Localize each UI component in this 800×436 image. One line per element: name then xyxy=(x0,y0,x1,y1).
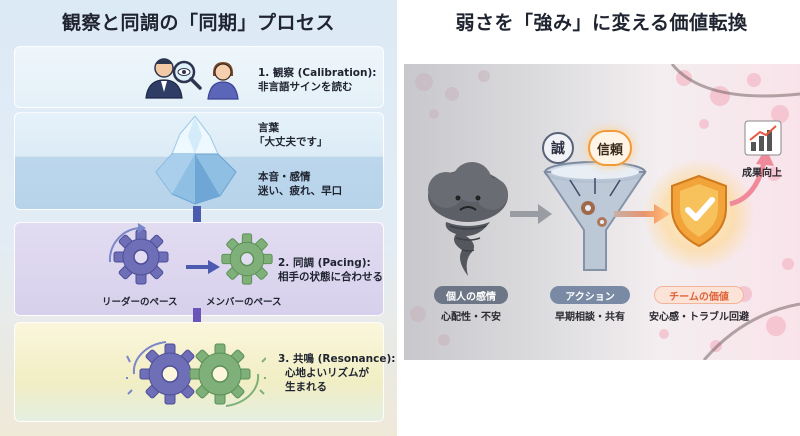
shield-check-icon xyxy=(671,174,727,248)
cherry-blossom-decoration xyxy=(410,64,800,360)
right-arrow-icon xyxy=(186,260,220,274)
right-title: 弱さを「強み」に変える価値転換 xyxy=(455,12,748,34)
step3-desc-line2: 生まれる xyxy=(285,381,327,393)
gear-icon xyxy=(113,229,169,285)
gear-icon xyxy=(221,233,273,285)
motion-arc-icon xyxy=(108,223,146,263)
stage3-caption: 安心感・トラブル回避 xyxy=(649,312,749,323)
observer-with-magnifier-icon xyxy=(145,58,202,99)
step2-heading: 2. 同調 (Pacing): xyxy=(278,257,371,269)
stage2-caption: 早期相談・共有 xyxy=(555,312,625,323)
outcome-label: 成果向上 xyxy=(742,168,782,179)
step3-heading: 3. 共鳴 (Resonance): xyxy=(278,353,396,365)
bar-chart-up-icon xyxy=(744,120,782,156)
step1-desc: 非言語サインを読む xyxy=(258,81,353,93)
stage1-pill: 個人の感情 xyxy=(434,286,508,304)
stage2-pill: アクション xyxy=(550,286,630,304)
left-panel: 観察と同調の「同期」プロセス 1. 観察 (Calibration): 非言語サ… xyxy=(0,0,397,436)
value-conversion-illustration: 誠 信頼 成果向上 個人の感情 心配性・不安 アクション 早期相談・共有 チーム… xyxy=(404,64,800,360)
left-title: 観察と同調の「同期」プロセス xyxy=(61,12,335,34)
iceberg-icon xyxy=(155,115,237,205)
iceberg-hidden-label: 本音・感情 xyxy=(258,171,311,183)
trust-badge: 信頼 xyxy=(588,130,632,166)
iceberg-hidden-items: 迷い、疲れ、早口 xyxy=(258,185,343,197)
flow-arrow-icon xyxy=(510,204,552,224)
step2-desc: 相手の状態に合わせる xyxy=(278,271,383,283)
growth-arrow-icon xyxy=(729,148,774,207)
stage3-pill: チームの価値 xyxy=(654,286,744,304)
meshed-gears-icon xyxy=(126,341,266,407)
stage1-caption: 心配性・不安 xyxy=(441,312,501,323)
storm-cloud-icon xyxy=(428,162,508,276)
person-icon xyxy=(207,62,239,100)
leader-pace-label: リーダーのペース xyxy=(102,297,178,308)
step1-band xyxy=(14,46,384,108)
member-pace-label: メンバーのペース xyxy=(206,297,282,308)
step1-heading: 1. 観察 (Calibration): xyxy=(258,67,377,79)
sincerity-badge: 誠 xyxy=(542,132,574,164)
step3-desc-line1: 心地よいリズムが xyxy=(285,367,369,379)
iceberg-surface-label: 言葉 xyxy=(258,122,279,134)
iceberg-surface-quote: 「大丈夫です」 xyxy=(254,136,328,148)
